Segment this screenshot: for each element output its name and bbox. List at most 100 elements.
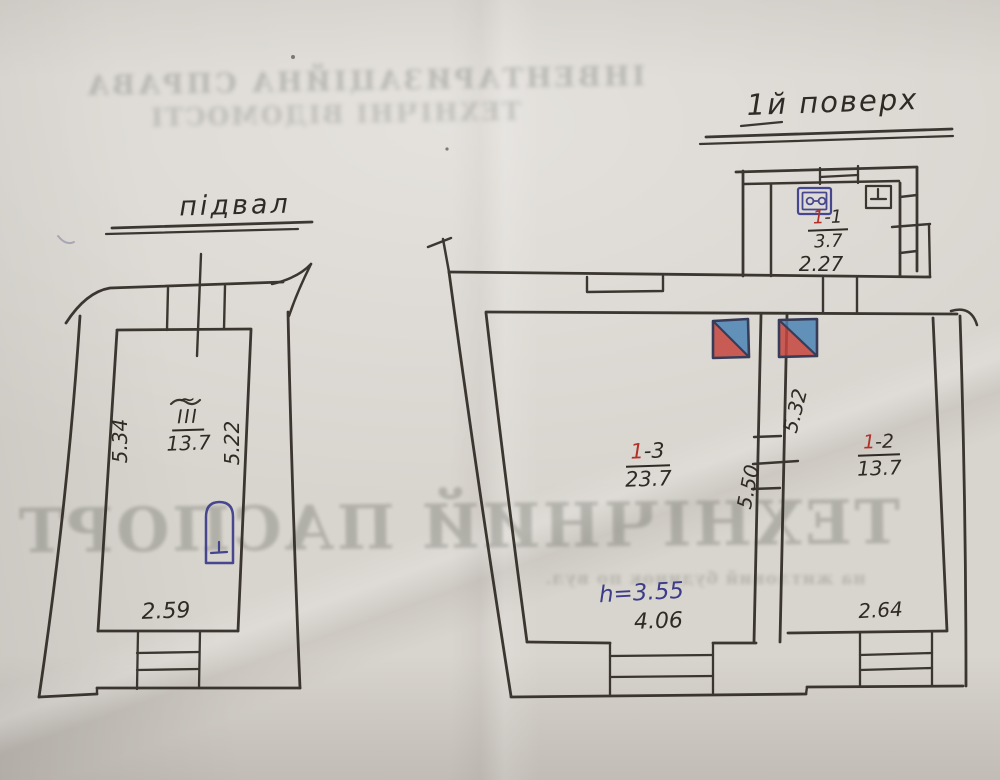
bathtub-outline — [204, 500, 235, 565]
wall-line — [734, 165, 919, 174]
stair-rung — [898, 193, 919, 199]
paper-specks — [291, 55, 449, 151]
wall-line — [64, 280, 285, 325]
wall-line — [484, 311, 529, 644]
room-area: 23.7 — [624, 465, 673, 492]
room-number-suffix: -1 — [823, 206, 843, 229]
stove-icon-room-1-3 — [711, 317, 751, 360]
room-1-1-walls — [734, 165, 919, 278]
wall-line — [958, 314, 968, 688]
basement-plan-drawing — [37, 220, 314, 699]
burner — [805, 196, 815, 206]
basement-title: підвал — [178, 188, 292, 223]
wall-line — [778, 313, 789, 644]
wall-line — [752, 313, 763, 644]
basement-room-label: ~ III 13.7 — [149, 387, 227, 457]
wall-line — [236, 328, 253, 633]
stair-landing-line — [890, 222, 932, 229]
window-line — [608, 674, 715, 679]
burner — [817, 196, 827, 206]
room-1-3-label: 1-3 23.7 — [605, 438, 691, 493]
staircase — [890, 166, 932, 279]
window-line — [858, 651, 934, 657]
basement-room-walls — [96, 252, 253, 633]
room-number-suffix: -2 — [874, 430, 895, 454]
window-line — [135, 650, 201, 655]
first-floor-plan-drawing — [426, 120, 979, 699]
room-area: 13.7 — [165, 430, 212, 457]
wall-line — [37, 314, 82, 699]
wall-line — [37, 692, 99, 699]
room-1-2-label: 1-2 13.7 — [842, 430, 916, 482]
window-line — [608, 653, 715, 658]
speck — [445, 147, 449, 151]
underline-stroke — [110, 220, 314, 230]
first-floor-title-underline — [698, 120, 955, 146]
dim-basement-bottom: 2.59 — [141, 598, 191, 625]
wall-flare — [287, 262, 313, 318]
gas-stove-outer — [796, 186, 833, 216]
room-number-suffix: -3 — [643, 438, 666, 464]
room-area: 13.7 — [856, 455, 903, 482]
window-jamb — [135, 629, 140, 691]
wall-tie — [752, 434, 783, 439]
sink-outline — [864, 184, 893, 210]
wall-line — [805, 684, 965, 689]
door-jamb — [222, 284, 227, 331]
basement-outer-walls — [37, 262, 313, 699]
wall-tie — [751, 459, 800, 466]
dim-basement-left-wall: 5.34 — [108, 418, 132, 464]
wall-line — [96, 329, 119, 633]
basement-window — [135, 629, 202, 691]
wall-flare — [441, 237, 451, 274]
room-number: 1-2 — [857, 430, 900, 457]
stair-wall — [927, 223, 932, 279]
room-number-prefix: 1 — [629, 439, 645, 464]
room-number-tilde — [169, 398, 202, 406]
room-1-1-label: 1-1 3.7 — [797, 207, 859, 253]
wall-line — [447, 270, 932, 279]
room-1-3-bottom-wall-window — [525, 640, 758, 697]
doorway-niche — [585, 274, 665, 294]
dim-room-1-2-bottom: 2.64 — [857, 596, 904, 624]
room-1-1-window — [818, 164, 860, 186]
basement-title-underline — [104, 220, 314, 236]
wall-line — [286, 310, 302, 690]
wall-line — [742, 179, 901, 186]
window-jamb — [197, 629, 202, 690]
room-number-prefix: 1 — [812, 207, 825, 229]
underline-stroke — [698, 134, 955, 146]
gas-stove-icon — [796, 186, 833, 216]
door-jamb — [165, 286, 170, 332]
wall-flare — [949, 308, 979, 327]
wall-line — [786, 629, 948, 635]
window-line — [135, 667, 201, 672]
room-number: III — [171, 406, 204, 432]
dim-basement-right-wall: 5.22 — [220, 420, 244, 466]
wall-line — [447, 270, 513, 698]
window-line — [858, 666, 934, 672]
window-line — [818, 173, 860, 179]
entrance-axis-line — [195, 252, 203, 358]
stove-icon-room-1-2 — [777, 317, 819, 359]
tilde-stroke — [169, 398, 202, 406]
first-floor-outer-walls — [426, 236, 979, 699]
room-number: 1-3 — [624, 438, 671, 468]
bathtub-icon — [204, 500, 235, 565]
wall-line — [484, 310, 959, 316]
wall-tie — [750, 486, 782, 491]
underline-stroke — [739, 120, 784, 128]
underline-stroke — [104, 227, 300, 236]
wall-line — [931, 316, 949, 633]
stray-pen-mark — [57, 235, 75, 245]
room-1-2-bottom-wall-window — [786, 629, 948, 688]
gas-stove-inner — [801, 191, 828, 211]
room-number-prefix: 1 — [862, 431, 876, 454]
stove-diagonal — [711, 319, 751, 359]
speck — [291, 55, 295, 59]
wall-line — [115, 327, 253, 332]
wall-flare — [426, 236, 453, 249]
wall-line — [509, 692, 808, 699]
